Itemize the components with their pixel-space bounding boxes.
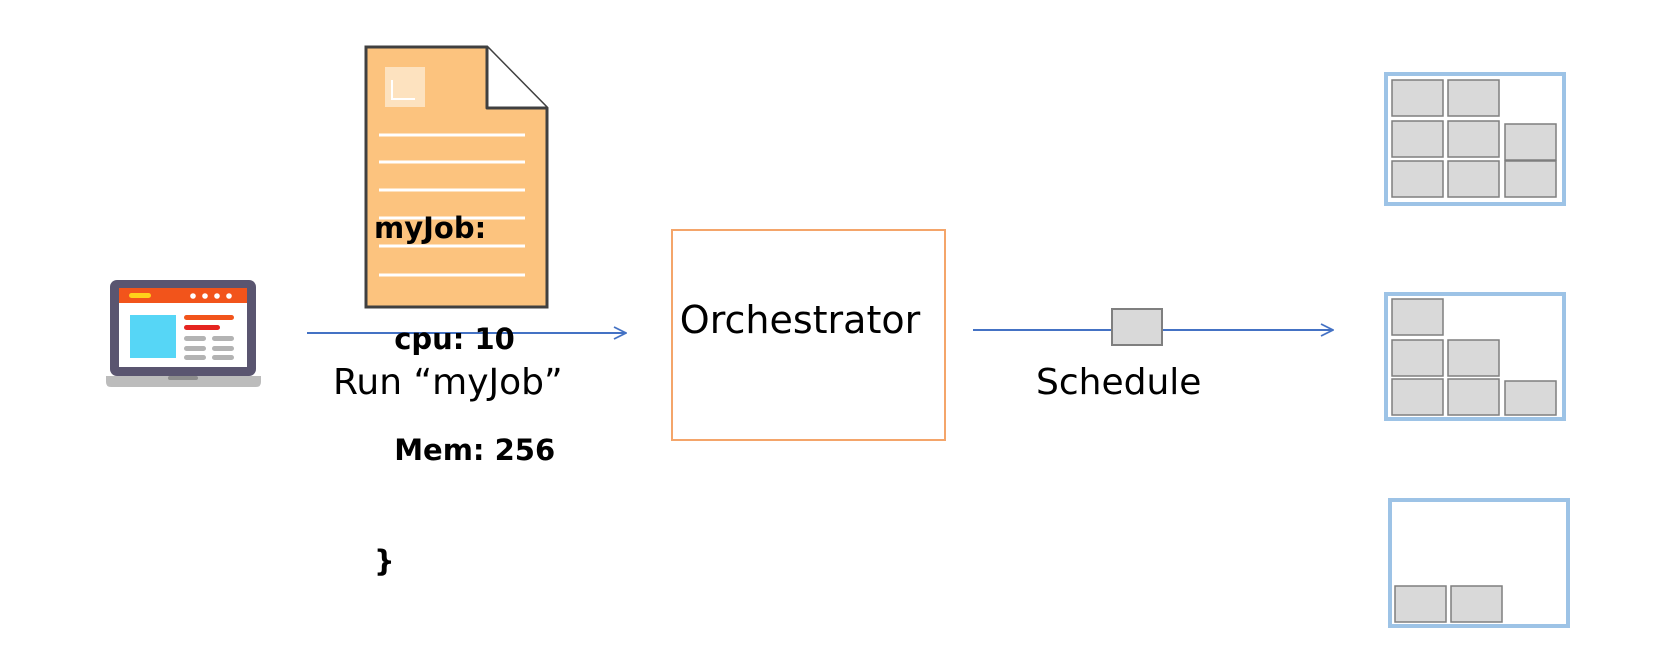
laptop-icon <box>106 280 261 387</box>
orchestrator-label: Orchestrator <box>679 298 921 342</box>
orchestrator-box <box>671 229 946 441</box>
run-label: Run “myJob” <box>333 362 563 403</box>
job-slot-in-transit <box>1111 308 1163 346</box>
job-spec-line: myJob: <box>374 211 487 245</box>
worker-node-2 <box>1384 292 1566 421</box>
job-spec-text: myJob: cpu: 10 Mem: 256 } <box>374 136 555 617</box>
job-spec-line: } <box>374 544 395 578</box>
job-spec-line: cpu: 10 <box>374 322 515 356</box>
job-spec-line: Mem: 256 <box>374 433 556 467</box>
worker-node-1 <box>1384 72 1566 206</box>
schedule-label: Schedule <box>1036 362 1202 403</box>
job-document-icon <box>364 45 549 309</box>
worker-node-3 <box>1388 498 1570 628</box>
